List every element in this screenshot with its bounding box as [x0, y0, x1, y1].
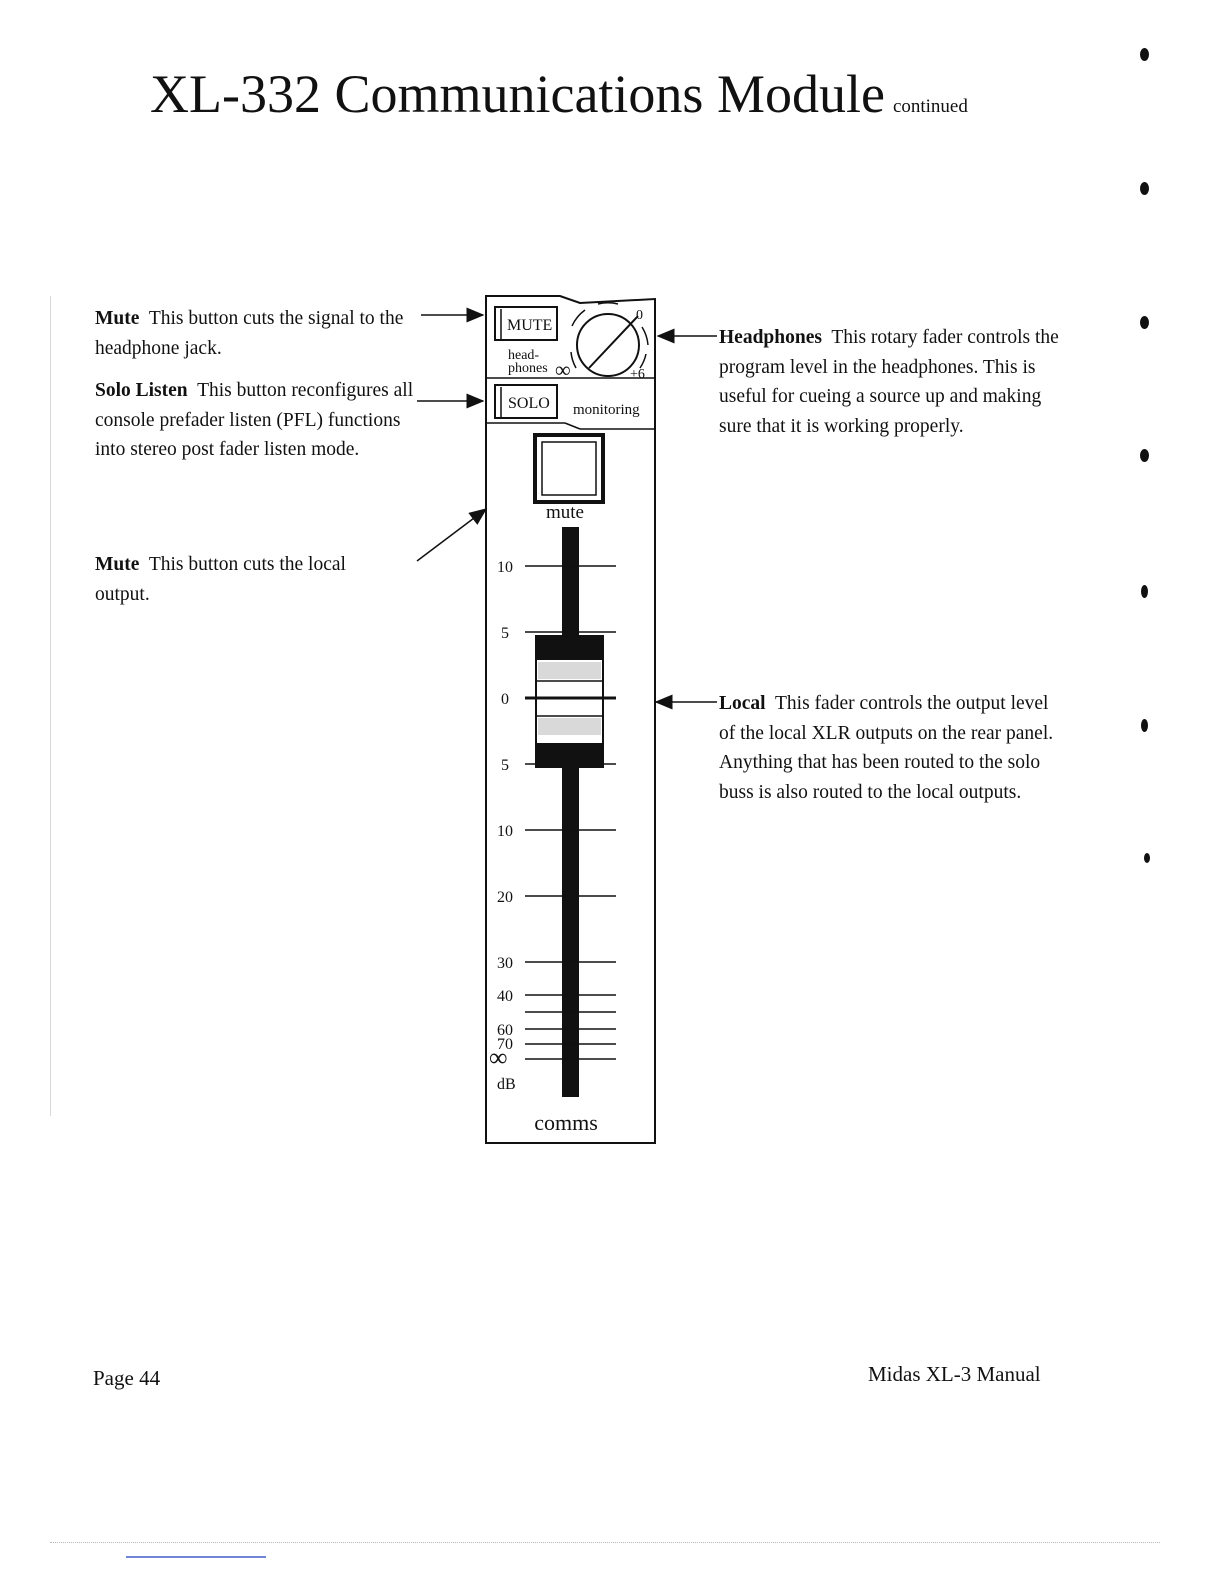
scale-label: ∞ — [489, 1043, 508, 1072]
manual-name: Midas XL-3 Manual — [868, 1362, 1041, 1386]
scale-label: 0 — [501, 691, 509, 708]
description-solo-listen: Solo Listen This button reconfigures all… — [95, 376, 415, 465]
description-term: Mute — [95, 554, 140, 575]
description-term: Mute — [95, 308, 140, 329]
local-mute-button[interactable] — [533, 433, 605, 504]
description-term: Headphones — [719, 327, 822, 348]
description-mute-local: Mute This button cuts the local output. — [95, 550, 405, 609]
db-label: dB — [497, 1076, 516, 1093]
description-local: Local This fader controls the output lev… — [719, 689, 1059, 807]
fader-scale-labels: 10 5 0 5 10 20 30 40 60 70 ∞ dB — [489, 559, 516, 1093]
title-text: XL-332 Communications Module — [150, 64, 885, 124]
scan-bottom-line — [50, 1542, 1160, 1543]
punch-mark — [1141, 585, 1148, 598]
punch-mark — [1140, 316, 1149, 329]
scan-blue-mark — [126, 1556, 266, 1558]
headphone-mute-button[interactable]: MUTE — [494, 306, 558, 341]
scale-label: 5 — [501, 757, 509, 774]
scale-label: 70 — [497, 1036, 513, 1053]
scale-label: 60 — [497, 1022, 513, 1039]
mute-button-label: MUTE — [507, 317, 552, 334]
knob-zero-label: 0 — [636, 308, 643, 323]
description-term: Local — [719, 693, 766, 714]
headphone-level-knob[interactable] — [570, 302, 649, 377]
solo-listen-button[interactable]: SOLO — [494, 384, 558, 419]
callout-arrows — [416, 307, 717, 710]
punch-mark — [1140, 48, 1149, 61]
monitoring-label: monitoring — [573, 402, 640, 418]
scale-label: 10 — [497, 823, 513, 840]
description-text: This fader controls the output level of … — [719, 693, 1054, 803]
description-headphones: Headphones This rotary fader controls th… — [719, 323, 1059, 441]
scale-label: 5 — [501, 625, 509, 642]
scale-label: 10 — [497, 559, 513, 576]
page-number: Page 44 — [93, 1366, 161, 1390]
page-title: XL-332 Communications Module continued — [150, 62, 968, 139]
description-text: This button reconfigures all console pre… — [95, 380, 414, 460]
scale-label: 20 — [497, 889, 513, 906]
description-text: This button cuts the local output. — [95, 554, 346, 605]
module-label: comms — [534, 1110, 598, 1135]
headphones-label: phones — [508, 361, 548, 376]
description-term: Solo Listen — [95, 380, 188, 401]
knob-plus6-label: +6 — [630, 367, 645, 382]
solo-button-label: SOLO — [508, 395, 550, 412]
scale-label: 40 — [497, 988, 513, 1005]
scan-edge-line — [50, 296, 51, 1116]
module-panel — [485, 295, 656, 1144]
title-suffix: continued — [892, 96, 968, 117]
punch-mark — [1144, 853, 1150, 863]
scale-label: 30 — [497, 955, 513, 972]
description-mute-headphones: Mute This button cuts the signal to the … — [95, 304, 425, 363]
punch-mark — [1140, 449, 1149, 462]
mute-big-label: mute — [546, 502, 584, 523]
description-text: This button cuts the signal to the headp… — [95, 308, 404, 359]
knob-infinity-label: ∞ — [555, 357, 571, 382]
local-fader-cap[interactable] — [525, 635, 616, 768]
headphones-label: head- — [508, 348, 539, 363]
description-text: This rotary fader controls the program l… — [719, 327, 1059, 437]
punch-mark — [1140, 182, 1149, 195]
punch-mark — [1141, 719, 1148, 732]
